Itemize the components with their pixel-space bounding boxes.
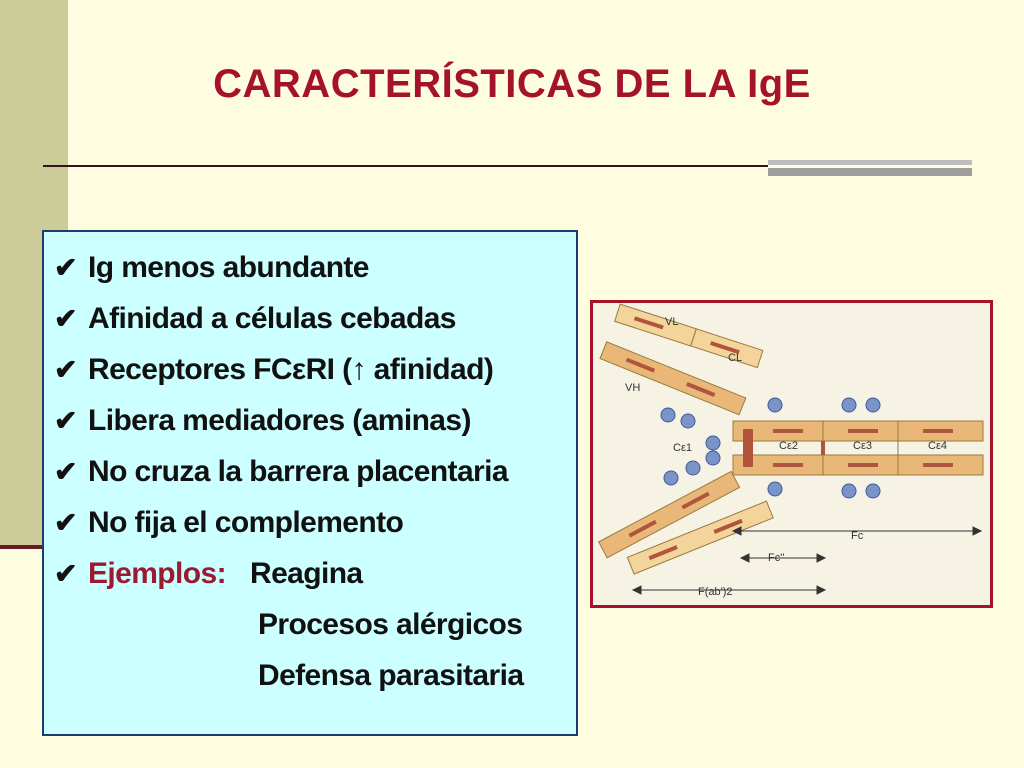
- carbohydrate-ball: [685, 460, 701, 476]
- domain-mark: [848, 463, 878, 467]
- example-text: Reagina: [250, 556, 363, 590]
- arrow-head: [739, 553, 750, 563]
- carbohydrate-ball: [841, 483, 857, 499]
- domain-mark: [923, 463, 953, 467]
- bullet-item: ✔ Afinidad a células cebadas: [54, 293, 576, 344]
- title-rule-bar: [768, 160, 972, 176]
- domain-mark: [710, 341, 740, 355]
- carbohydrate-ball: [865, 483, 881, 499]
- carbohydrate-ball: [663, 470, 679, 486]
- arrow-head: [631, 585, 642, 595]
- label-vl: VL: [665, 316, 678, 328]
- domain-mark: [633, 316, 664, 330]
- label-ce3: Cε3: [853, 440, 872, 452]
- label-fc: Fc: [851, 530, 864, 542]
- label-vh: VH: [625, 382, 640, 394]
- arrow-head: [816, 585, 827, 595]
- carbohydrate-ball: [767, 481, 783, 497]
- label-cl: CL: [728, 352, 742, 364]
- examples-label: Ejemplos:: [88, 556, 227, 590]
- check-mark-icon: ✔: [54, 405, 77, 436]
- carbohydrate-ball: [865, 397, 881, 413]
- slide-title: CARACTERÍSTICAS DE LA IgE: [213, 62, 811, 106]
- domain-mark: [923, 429, 953, 433]
- bullet-text: No fija el complemento: [88, 505, 404, 539]
- domain-mark: [713, 518, 743, 534]
- domain-mark: [848, 429, 878, 433]
- example-text: Defensa parasitaria: [258, 658, 524, 692]
- bullet-text: Receptores FCεRI (↑ afinidad): [88, 352, 494, 386]
- bullet-text: Libera mediadores (aminas): [88, 403, 471, 437]
- bullet-item: ✔ Receptores FCεRI (↑ afinidad): [54, 344, 576, 395]
- disulfide-bond: [821, 441, 825, 455]
- domain-mark: [773, 463, 803, 467]
- example-line: Procesos alérgicos: [44, 599, 576, 650]
- bullet-text: No cruza la barrera placentaria: [88, 454, 509, 488]
- carbohydrate-ball: [680, 413, 696, 429]
- carbohydrate-ball: [841, 397, 857, 413]
- title-rule-line: [43, 165, 770, 167]
- bullet-text: Ig menos abundante: [88, 250, 370, 284]
- arrow-head: [731, 526, 742, 536]
- arrow-head: [972, 526, 983, 536]
- examples-item: ✔ Ejemplos: Reagina: [54, 548, 576, 599]
- label-fab2: F(ab')2: [698, 586, 733, 598]
- example-line: Defensa parasitaria: [44, 650, 576, 701]
- characteristics-box: ✔ Ig menos abundante ✔ Afinidad a células …: [42, 230, 578, 736]
- ige-structure-svg: VL CL VH Cε1 Cε2 Cε3 Cε4 Fc Fc'' F(ab')2: [598, 303, 984, 598]
- bullet-list: ✔ Ig menos abundante ✔ Afinidad a células …: [44, 232, 576, 599]
- carbohydrate-ball: [660, 407, 676, 423]
- ige-structure-diagram: VL CL VH Cε1 Cε2 Cε3 Cε4 Fc Fc'' F(ab')2: [590, 300, 993, 608]
- carbohydrate-ball: [705, 435, 721, 451]
- bullet-item: ✔ No cruza la barrera placentaria: [54, 446, 576, 497]
- lower-heavy-chain-fab: [598, 470, 741, 559]
- bullet-text: Afinidad a células cebadas: [88, 301, 456, 335]
- carbohydrate-ball: [767, 397, 783, 413]
- bullet-item: ✔ Libera mediadores (aminas): [54, 395, 576, 446]
- domain-mark: [686, 382, 716, 397]
- lower-light-chain: [626, 500, 774, 575]
- label-ce2: Cε2: [779, 440, 798, 452]
- label-ce4: Cε4: [928, 440, 947, 452]
- bullet-item: ✔ Ig menos abundante: [54, 242, 576, 293]
- check-mark-icon: ✔: [54, 558, 77, 589]
- domain-mark: [648, 545, 678, 561]
- check-mark-icon: ✔: [54, 303, 77, 334]
- carbohydrate-ball: [705, 450, 721, 466]
- example-text: Procesos alérgicos: [258, 607, 523, 641]
- check-mark-icon: ✔: [54, 507, 77, 538]
- check-mark-icon: ✔: [54, 354, 77, 385]
- domain-mark: [681, 491, 710, 510]
- domain-mark: [773, 429, 803, 433]
- check-mark-icon: ✔: [54, 252, 77, 283]
- domain-mark: [625, 357, 656, 373]
- check-mark-icon: ✔: [54, 456, 77, 487]
- bullet-item: ✔ No fija el complemento: [54, 497, 576, 548]
- domain-mark: [628, 519, 657, 538]
- left-decor-tick: [0, 545, 68, 549]
- label-ce1: Cε1: [673, 442, 692, 454]
- disulfide-bond: [743, 429, 753, 467]
- arrow-head: [816, 553, 827, 563]
- upper-heavy-chain-fab: [599, 341, 747, 416]
